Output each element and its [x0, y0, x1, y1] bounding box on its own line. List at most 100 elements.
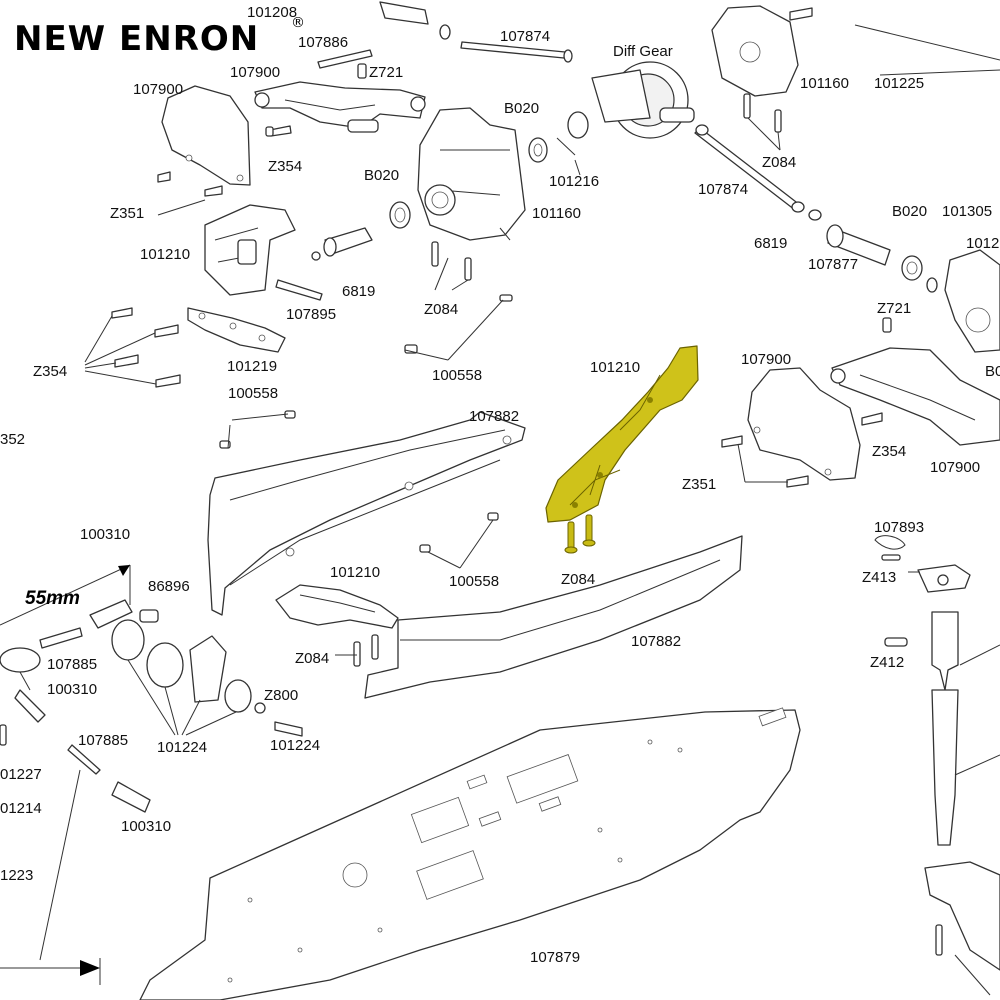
- axle-107877: [826, 224, 891, 266]
- label-b020-a: B020: [504, 100, 539, 117]
- label-100310-a: 100310: [80, 526, 130, 543]
- chassis-plate-107879: [139, 707, 801, 1000]
- servo-saver-101224: [111, 619, 303, 737]
- label-101225: 101225: [874, 75, 924, 92]
- bracket-101219: [187, 307, 286, 353]
- label-z354-b: Z354: [33, 363, 67, 380]
- cup-6819-a: [311, 227, 373, 261]
- screws-100558-b: [219, 410, 296, 449]
- screws-z084-b: [743, 93, 782, 133]
- label-z354-a: Z354: [268, 158, 302, 175]
- label-101216: 101216: [549, 173, 599, 190]
- bearing-b020-c: [901, 255, 923, 281]
- label-86896: 86896: [148, 578, 190, 595]
- hub-carrier-101305: [926, 249, 1000, 353]
- rear-arm-107900: [254, 81, 426, 133]
- gearbox-housing-101160-center: [417, 107, 526, 241]
- screw-z351-a: [157, 171, 223, 197]
- label-z084-c: Z084: [295, 650, 329, 667]
- brand-logo: NEW ENRON: [14, 19, 259, 59]
- steering-parts: [0, 599, 159, 813]
- side-guard-107882-upper: [207, 411, 526, 616]
- pinion-101216: [556, 111, 589, 156]
- leader-lines: [19, 24, 1000, 996]
- brace-mount-101210: [275, 584, 399, 629]
- label-107895: 107895: [286, 306, 336, 323]
- highlighted-brace-101210: [545, 345, 699, 523]
- label-b020-b: B020: [364, 167, 399, 184]
- label-z354-c: Z354: [872, 443, 906, 460]
- side-guard-107882-lower: [364, 535, 743, 699]
- body-post-parts: [874, 535, 1000, 971]
- label-352: 352: [0, 431, 25, 448]
- label-101210-b: 101210: [330, 564, 380, 581]
- screw-z354-c: [861, 412, 883, 426]
- label-107877: 107877: [808, 256, 858, 273]
- label-z351-a: Z351: [110, 205, 144, 222]
- dogbone-107874-top: [460, 41, 573, 63]
- label-107885-b: 107885: [78, 732, 128, 749]
- label-101219: 101219: [227, 358, 277, 375]
- label-6819-b: 6819: [754, 235, 787, 252]
- screw-z721-b: [882, 317, 892, 333]
- screws-z354-b: [111, 307, 181, 388]
- label-100558-b: 100558: [228, 385, 278, 402]
- label-z084-highlighted: Z084: [561, 571, 595, 588]
- label-z721-b: Z721: [877, 300, 911, 317]
- cup-6819-b: [808, 209, 822, 221]
- label-z721-a: Z721: [369, 64, 403, 81]
- label-107882-b: 107882: [631, 633, 681, 650]
- label-107885-a: 107885: [47, 656, 97, 673]
- pin-107895: [275, 279, 323, 301]
- dimension-label: 55mm: [25, 588, 80, 609]
- label-1223: 1223: [0, 867, 33, 884]
- label-107882-a: 107882: [469, 408, 519, 425]
- label-101160-a: 101160: [800, 75, 849, 92]
- label-107900-a: 107900: [230, 64, 280, 81]
- screws-z084-c: [353, 634, 379, 667]
- screws-100558-c: [419, 512, 499, 553]
- label-107900-d: 107900: [930, 459, 980, 476]
- rear-arm-107900-right: [830, 347, 1000, 446]
- label-101210-a: 101210: [140, 246, 190, 263]
- gear-box-101210: [204, 204, 296, 296]
- drive-cup-101208: [379, 1, 451, 40]
- label-107900-b: 107900: [133, 81, 183, 98]
- label-107874-top: 107874: [500, 28, 550, 45]
- label-100310-b: 100310: [47, 681, 97, 698]
- housing-101160-right: [711, 5, 813, 97]
- screw-z354-a: [265, 125, 292, 137]
- diff-gear: [591, 61, 695, 139]
- label-107874-mid: 107874: [698, 181, 748, 198]
- label-01227: 01227: [0, 766, 42, 783]
- label-z800: Z800: [264, 687, 298, 704]
- label-100558-a: 100558: [432, 367, 482, 384]
- label-1012: 1012: [966, 235, 999, 252]
- label-107900-c: 107900: [741, 351, 791, 368]
- screws-z084-a: [431, 241, 472, 281]
- label-diff-gear: Diff Gear: [613, 43, 673, 60]
- label-101210-highlighted: 101210: [590, 359, 640, 376]
- bearing-b020-b: [389, 201, 411, 229]
- registered-mark: ®: [291, 15, 305, 31]
- label-107879: 107879: [530, 949, 580, 966]
- label-b0: B0: [985, 363, 1000, 380]
- skid-plate-107900-left: [161, 85, 251, 186]
- label-107893: 107893: [874, 519, 924, 536]
- highlighted-screws-z084: [564, 514, 596, 554]
- label-101224-a: 101224: [157, 739, 207, 756]
- part-labels: 101208 107874 107886 107900 Z721 107900 …: [0, 4, 1000, 966]
- label-100558-c: 100558: [449, 573, 499, 590]
- skid-plate-107900-right: [747, 367, 861, 481]
- label-100310-c: 100310: [121, 818, 171, 835]
- dimension-55mm: 55mm: [0, 564, 131, 985]
- label-z084-b: Z084: [424, 301, 458, 318]
- label-z084-a: Z084: [762, 154, 796, 171]
- screw-z721-a: [357, 63, 367, 79]
- label-b020-c: B020: [892, 203, 927, 220]
- screw-100558-a: [404, 294, 513, 354]
- bearing-b020-a: [528, 137, 548, 163]
- label-101208: 101208: [247, 4, 297, 21]
- label-z413: Z413: [862, 569, 896, 586]
- label-6819-a: 6819: [342, 283, 375, 300]
